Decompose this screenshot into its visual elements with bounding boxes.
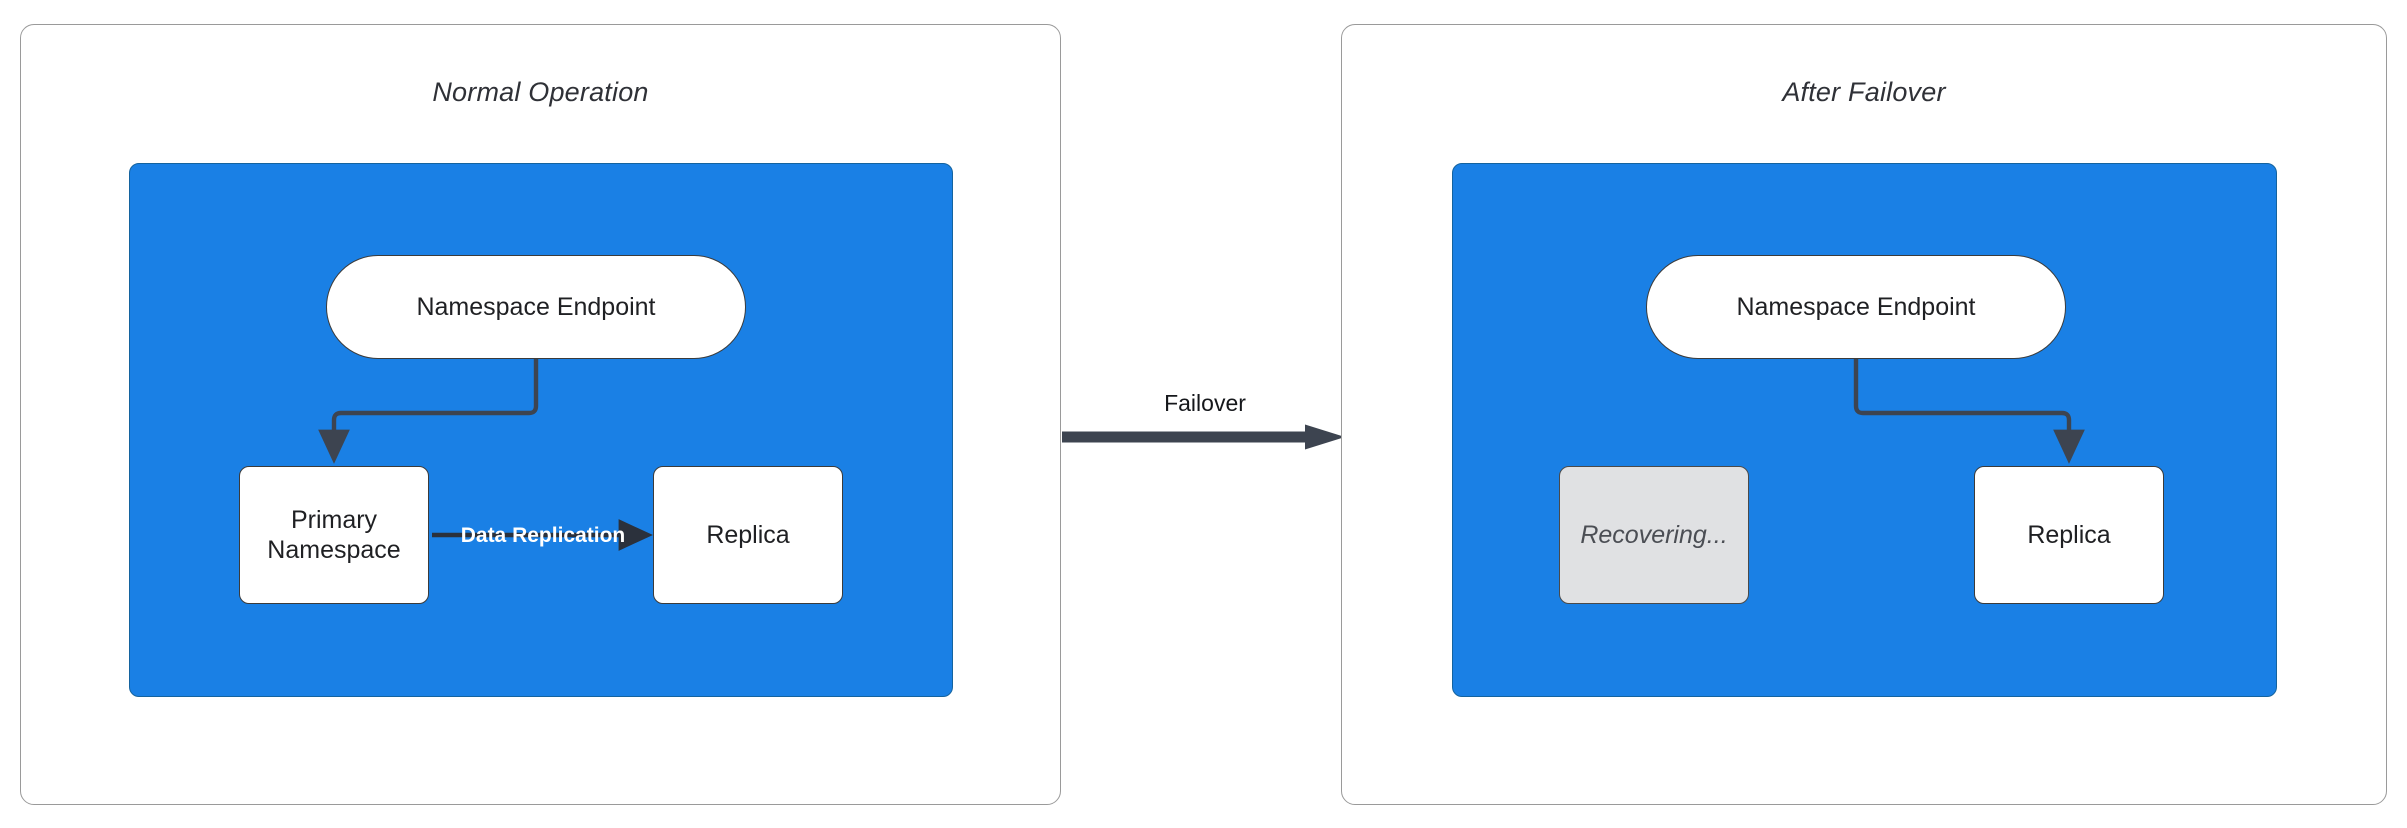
failover-arrow-icon (1062, 424, 1345, 450)
edge-label-data-replication: Data Replication (460, 524, 626, 547)
blue-region-normal-operation (129, 163, 953, 697)
node-namespace-endpoint-right[interactable]: Namespace Endpoint (1646, 255, 2066, 359)
node-namespace-endpoint-left[interactable]: Namespace Endpoint (326, 255, 746, 359)
node-recovering[interactable]: Recovering... (1559, 466, 1749, 604)
node-replica-left[interactable]: Replica (653, 466, 843, 604)
panel-title-normal-operation: Normal Operation (432, 77, 649, 107)
blue-region-after-failover (1452, 163, 2277, 697)
failover-transition: Failover (1055, 390, 1355, 480)
node-primary-namespace[interactable]: Primary Namespace (239, 466, 429, 604)
failover-label: Failover (1164, 390, 1246, 416)
panel-title-after-failover: After Failover (1782, 77, 1946, 107)
node-replica-right[interactable]: Replica (1974, 466, 2164, 604)
